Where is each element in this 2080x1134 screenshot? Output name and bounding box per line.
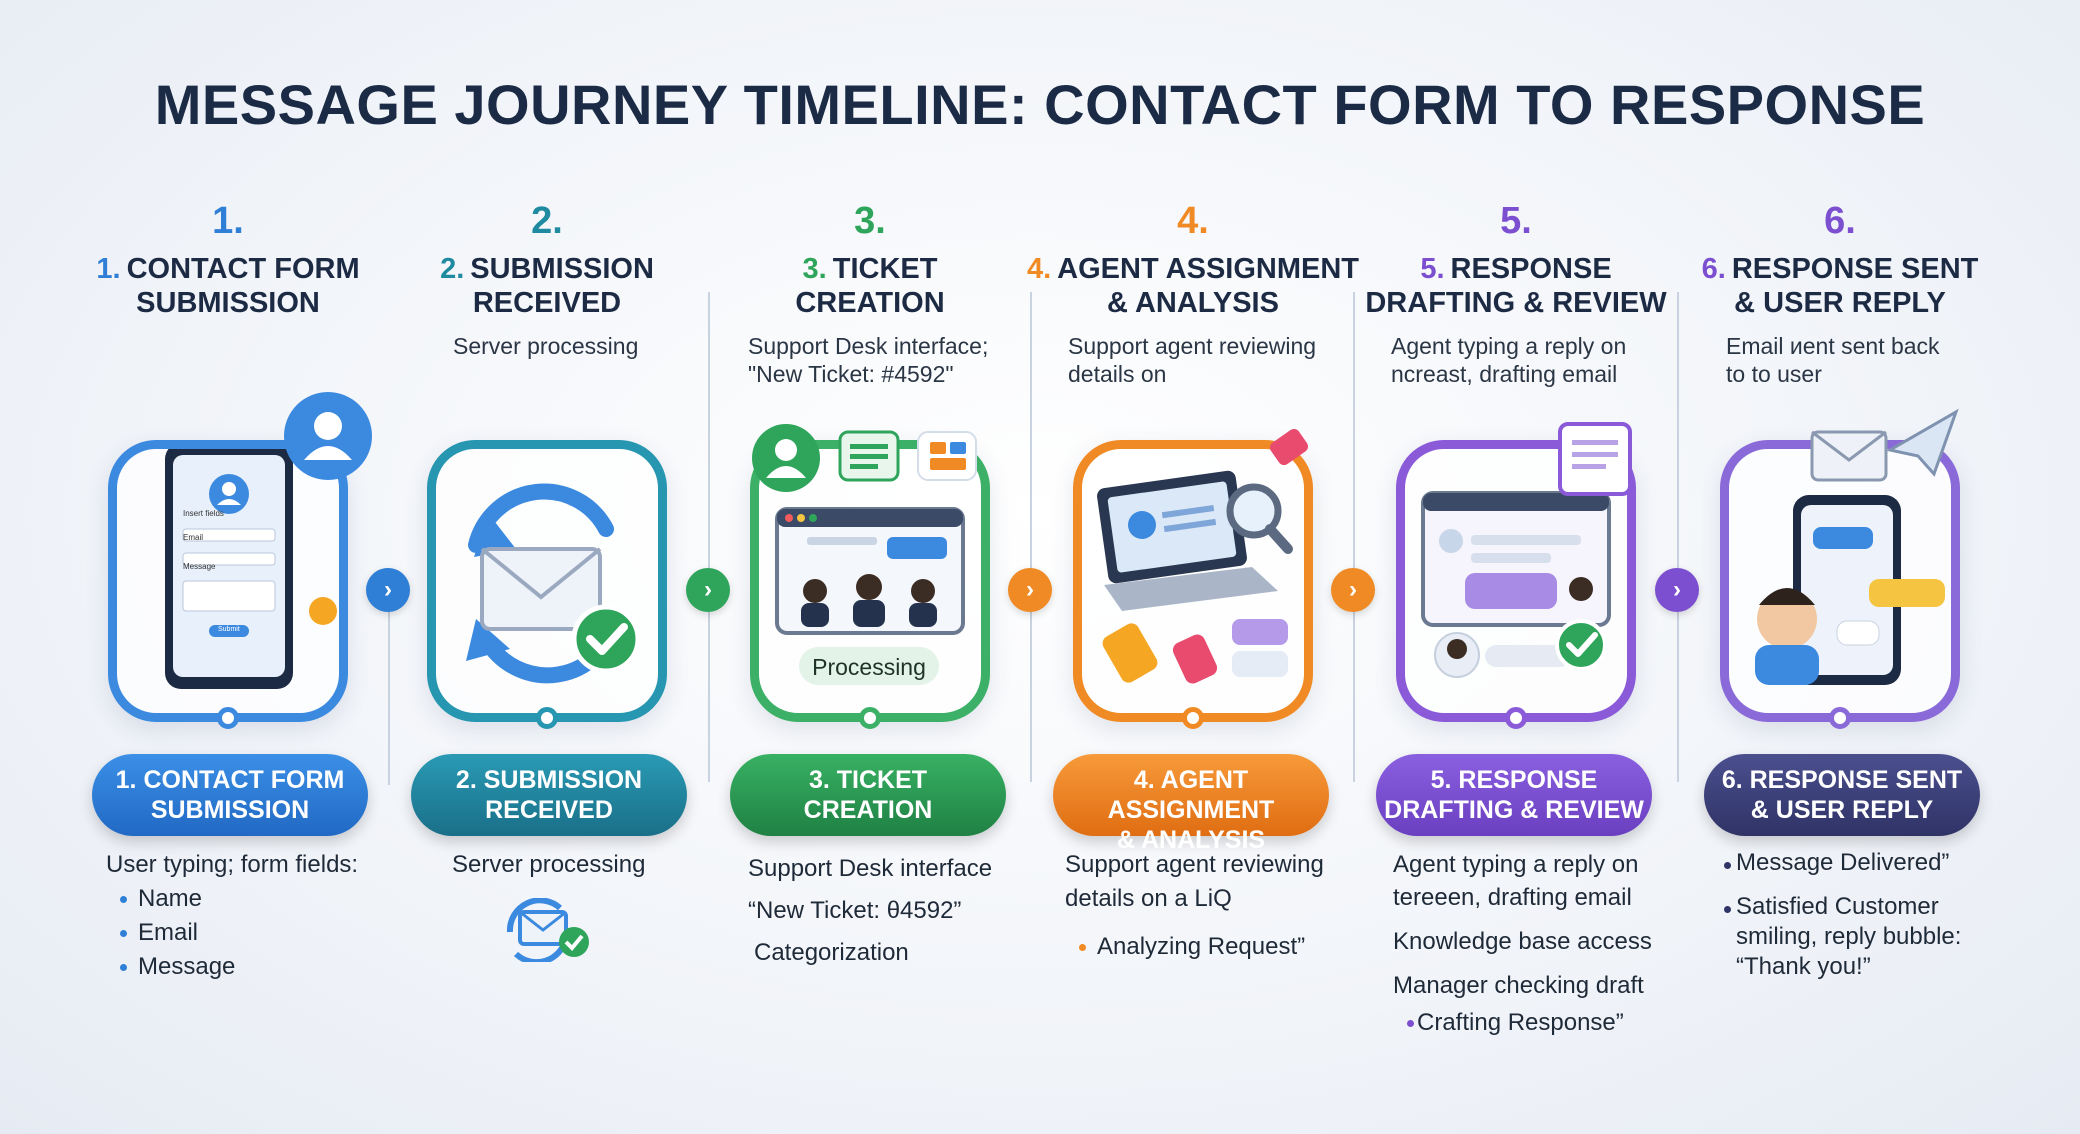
step-5-heading: 5.RESPONSE DRAFTING & REVIEW (1365, 253, 1667, 319)
card-contact-form: Insert fields Email Message Submit (108, 440, 348, 729)
timeline-dot (1505, 707, 1527, 729)
laptop-analysis-illustration (1097, 470, 1293, 684)
guide-line (708, 292, 710, 782)
step-2-details: Server processing (452, 851, 646, 878)
connector-arrow-4: › (1331, 568, 1375, 612)
form-message-label: Message (183, 562, 216, 571)
ticket-header-icons (752, 424, 977, 492)
step-6-details: Message Delivered” Satisfied Customer sm… (1710, 848, 2000, 982)
timeline-dot (217, 707, 239, 729)
step-3-details: Support Desk interface “New Ticket: θ459… (748, 855, 993, 966)
timeline-dot (536, 707, 558, 729)
tag-icon (1269, 428, 1309, 466)
send-mail-icon (1810, 408, 1959, 482)
support-desk-illustration (775, 507, 965, 685)
step-6-number: 6. (1824, 200, 1856, 242)
processing-label: Processing (812, 654, 926, 680)
step-4-details: Support agent reviewing details on a LiQ… (1065, 848, 1355, 964)
step-1-details: User typing; form fields: Name Email Mes… (106, 848, 406, 984)
card-submission-received (427, 440, 667, 729)
step-3-subtitle: Support Desk interface; "New Ticket: #45… (748, 333, 989, 387)
guide-line (1030, 292, 1032, 782)
connector-arrow-1: › (366, 568, 410, 612)
envelope-refresh-illustration (466, 483, 641, 684)
form-title: Insert fields (183, 509, 224, 518)
timeline-dot (1182, 707, 1204, 729)
step-5-details: Agent typing a reply on tereeen, draftin… (1393, 848, 1673, 1039)
timeline-dot (859, 707, 881, 729)
envelope-check-icon (506, 898, 589, 962)
step-5-number: 5. (1500, 200, 1532, 242)
step-6-subtitle: Email иent sent back to to user (1726, 333, 1940, 387)
step-3-number: 3. (854, 200, 886, 242)
phone-reply-illustration (1755, 495, 1945, 685)
document-icon (1558, 422, 1632, 496)
form-email-label: Email (183, 533, 204, 542)
card-response-sent (1720, 440, 1960, 729)
card-agent-analysis (1073, 440, 1313, 729)
connector-arrow-2: › (686, 568, 730, 612)
step-4-heading: 4.AGENT ASSIGNMENT & ANALYSIS (1026, 253, 1359, 319)
step-6-heading: 6.RESPONSE SENT & USER REPLY (1701, 253, 1979, 319)
step-2-number: 2. (531, 200, 563, 242)
step-4-number: 4. (1177, 200, 1209, 242)
form-submit-label: Submit (218, 626, 240, 633)
guide-line (1353, 292, 1355, 782)
step-5-subtitle: Agent typing a reply on ncreast, draftin… (1391, 333, 1627, 387)
step-1-number: 1. (212, 200, 244, 242)
page-title: MESSAGE JOURNEY TIMELINE: CONTACT FORM T… (154, 73, 1926, 136)
drafting-illustration (1421, 491, 1611, 678)
guide-line (388, 600, 390, 785)
connector-arrow-3: › (1008, 568, 1052, 612)
guide-line (1677, 292, 1679, 782)
step-4-subtitle: Support agent reviewing details on (1068, 333, 1317, 387)
step-6-pill: 6. RESPONSE SENT& USER REPLY (1704, 754, 1980, 836)
user-avatar-icon (284, 392, 372, 480)
step-1-heading: 1.CONTACT FORM SUBMISSION (96, 253, 360, 319)
phone-form-illustration (165, 449, 337, 689)
connector-arrow-5: › (1655, 568, 1699, 612)
timeline-dot (1829, 707, 1851, 729)
step-2-subtitle: Server processing (453, 333, 639, 359)
step-4-pill: 4. AGENT ASSIGNMENT& ANALYSIS (1053, 754, 1329, 854)
step-3-heading: 3.TICKET CREATION (795, 253, 945, 319)
step-2-heading: 2.SUBMISSION RECEIVED (440, 253, 654, 319)
